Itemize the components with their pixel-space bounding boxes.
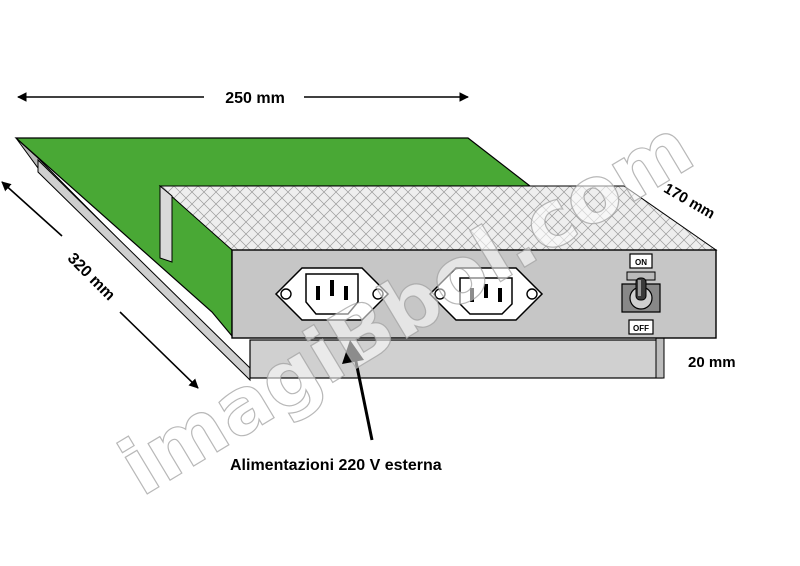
base-tray [15, 137, 665, 382]
callout-arrow [342, 340, 374, 441]
power-inlet-female [274, 267, 390, 321]
depth-label: 320 mm [64, 250, 118, 304]
power-inlet-male [428, 267, 544, 321]
power-toggle-switch: ON OFF [621, 253, 661, 335]
width-label: 250 mm [225, 90, 285, 107]
switch-off-label: OFF [633, 324, 649, 333]
switch-on-label: ON [635, 258, 647, 267]
height-label: 20 mm [688, 354, 736, 371]
callout-label: Alimentazioni 220 V esterna [230, 457, 442, 474]
width-dimension: 250 mm [17, 90, 469, 107]
box-side-panel [159, 184, 173, 263]
